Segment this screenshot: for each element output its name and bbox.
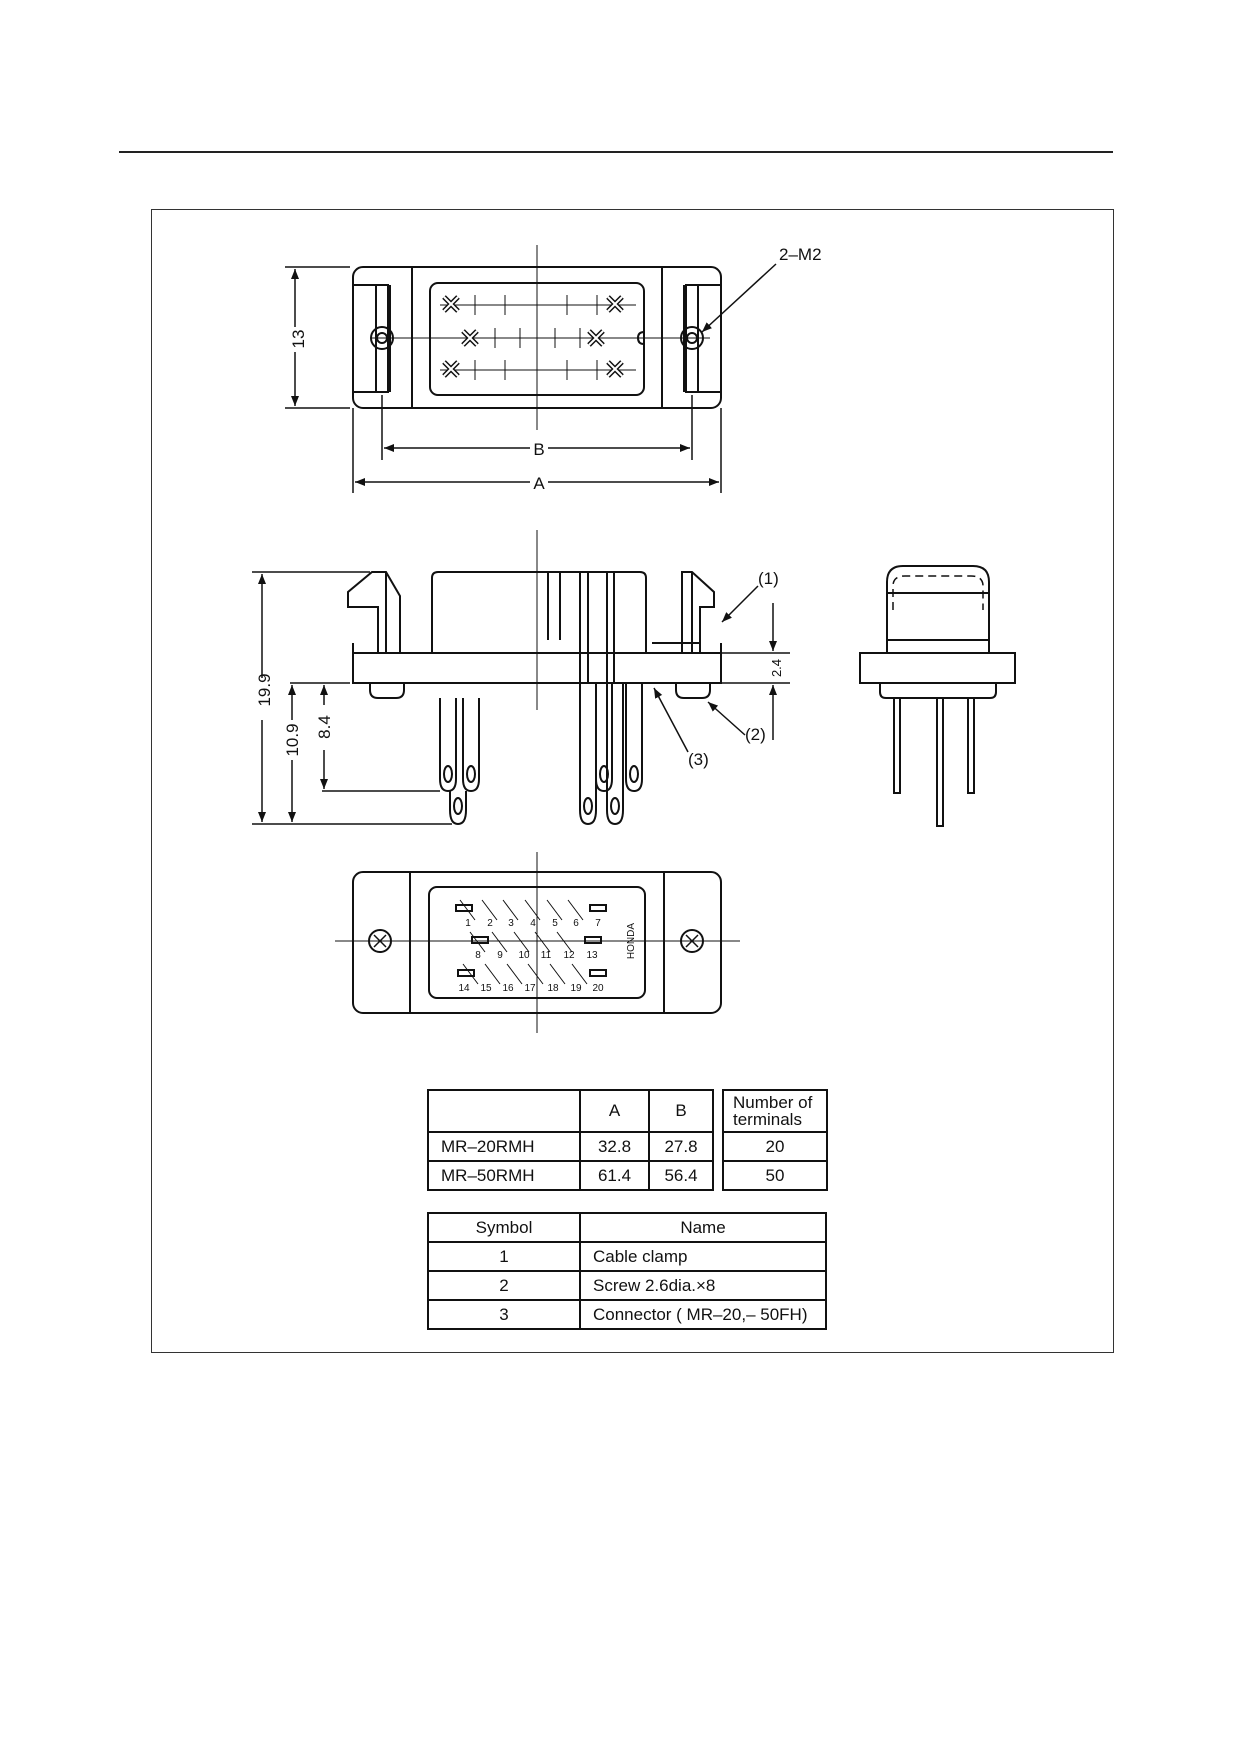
end-view [859, 565, 1016, 827]
top-view [285, 245, 777, 493]
pin-number-row-3: 14 15 16 17 18 19 20 [458, 983, 604, 994]
name-cell: Connector ( MR–20,– 50FH) [579, 1299, 827, 1330]
pin-number: 1 [465, 918, 471, 929]
pin-number: 5 [552, 918, 558, 929]
model-cell: MR–20RMH [427, 1131, 581, 1162]
value-b-cell: 27.8 [648, 1131, 714, 1162]
table-row: MR–50RMH 61.4 56.4 [427, 1160, 714, 1191]
pin-number: 16 [502, 983, 514, 994]
symbol-cell: 1 [427, 1241, 581, 1272]
table-row: 50 [722, 1160, 828, 1191]
name-cell: Screw 2.6dia.×8 [579, 1270, 827, 1301]
dim-table-header-b: B [648, 1089, 714, 1133]
pin-number: 4 [530, 918, 536, 929]
value-b-cell: 56.4 [648, 1160, 714, 1191]
dim-2-4-label: 2.4 [769, 659, 784, 677]
dim-b-label: B [533, 440, 544, 459]
table-row: 3 Connector ( MR–20,– 50FH) [427, 1299, 827, 1330]
front-housing [431, 571, 647, 653]
dim-a-label: A [533, 474, 545, 493]
end-pin-right [967, 697, 975, 794]
callout-2-label: (2) [745, 725, 766, 744]
pin-number: 13 [586, 950, 598, 961]
value-a-cell: 32.8 [579, 1131, 650, 1162]
dim-table-header-a: A [579, 1089, 650, 1133]
pin-number: 3 [508, 918, 514, 929]
terminal-header-line-1: Number of [733, 1093, 813, 1112]
pin-number: 2 [487, 918, 493, 929]
end-body [886, 592, 990, 653]
drawing-frame [151, 209, 1114, 1353]
pin-number-row-2: 8 9 10 11 12 13 [475, 950, 598, 961]
pin-number: 9 [497, 950, 503, 961]
pin-number: 19 [570, 983, 582, 994]
pin-number: 15 [480, 983, 492, 994]
name-cell: Cable clamp [579, 1241, 827, 1272]
pin-marker-8 [471, 936, 489, 944]
pin-number: 20 [592, 983, 604, 994]
pin-marker-20 [589, 969, 607, 977]
page-top-rule [119, 151, 1113, 153]
pin-marker-14 [457, 969, 475, 977]
name-header: Name [579, 1212, 827, 1243]
terminal-count-cell: 50 [722, 1160, 828, 1191]
pin-marker-1 [455, 904, 473, 912]
front-connector-inner [579, 572, 615, 683]
end-flange [859, 652, 1016, 684]
dim-19-9-label: 19.9 [255, 673, 274, 706]
pin-number: 7 [595, 918, 601, 929]
end-pin-center [936, 697, 944, 827]
pin-number: 11 [541, 950, 552, 961]
pin-number: 10 [518, 950, 530, 961]
pin-number: 14 [458, 983, 470, 994]
pin-number: 17 [524, 983, 536, 994]
table-row: 2 Screw 2.6dia.×8 [427, 1270, 827, 1301]
left-screw-head [369, 683, 405, 699]
front-view [252, 530, 790, 826]
symbol-table: Symbol Name 1 Cable clamp 2 Screw 2.6dia… [427, 1212, 827, 1330]
end-cable-clamp [886, 565, 990, 605]
terminal-count-cell: 20 [722, 1131, 828, 1162]
bottom-view [335, 852, 740, 1033]
callout-3-label: (3) [688, 750, 709, 769]
table-row: 1 Cable clamp [427, 1241, 827, 1272]
right-screw-head [675, 683, 711, 699]
right-cable-clamp [681, 571, 715, 653]
dim-table-corner [427, 1089, 581, 1133]
pin-marker-7 [589, 904, 607, 912]
left-cable-clamp [372, 571, 401, 653]
model-cell: MR–50RMH [427, 1160, 581, 1191]
dim-13-label: 13 [289, 330, 308, 349]
table-row: MR–20RMH 32.8 27.8 [427, 1131, 714, 1162]
front-pins [439, 683, 643, 826]
pin-number: 18 [547, 983, 559, 994]
pin-number-row-1: 1 2 3 4 5 6 7 [465, 918, 601, 929]
end-pin-left [893, 697, 901, 794]
symbol-header: Symbol [427, 1212, 581, 1243]
pin-number: 12 [563, 950, 575, 961]
pin-marker-13 [584, 936, 602, 944]
terminal-header-line-2: terminals [733, 1110, 802, 1129]
table-row: 20 [722, 1131, 828, 1162]
callout-screw-label: 2–M2 [779, 245, 822, 264]
dimension-table: A B MR–20RMH 32.8 27.8 MR–50RMH 61.4 56.… [427, 1089, 714, 1191]
value-a-cell: 61.4 [579, 1160, 650, 1191]
symbol-cell: 2 [427, 1270, 581, 1301]
dim-10-9-label: 10.9 [283, 723, 302, 756]
callout-1-label: (1) [758, 569, 779, 588]
pin-number: 8 [475, 950, 481, 961]
maker-mark: HONDA [626, 923, 637, 959]
symbol-cell: 3 [427, 1299, 581, 1330]
pin-number: 6 [573, 918, 579, 929]
dim-8-4-label: 8.4 [315, 715, 334, 739]
